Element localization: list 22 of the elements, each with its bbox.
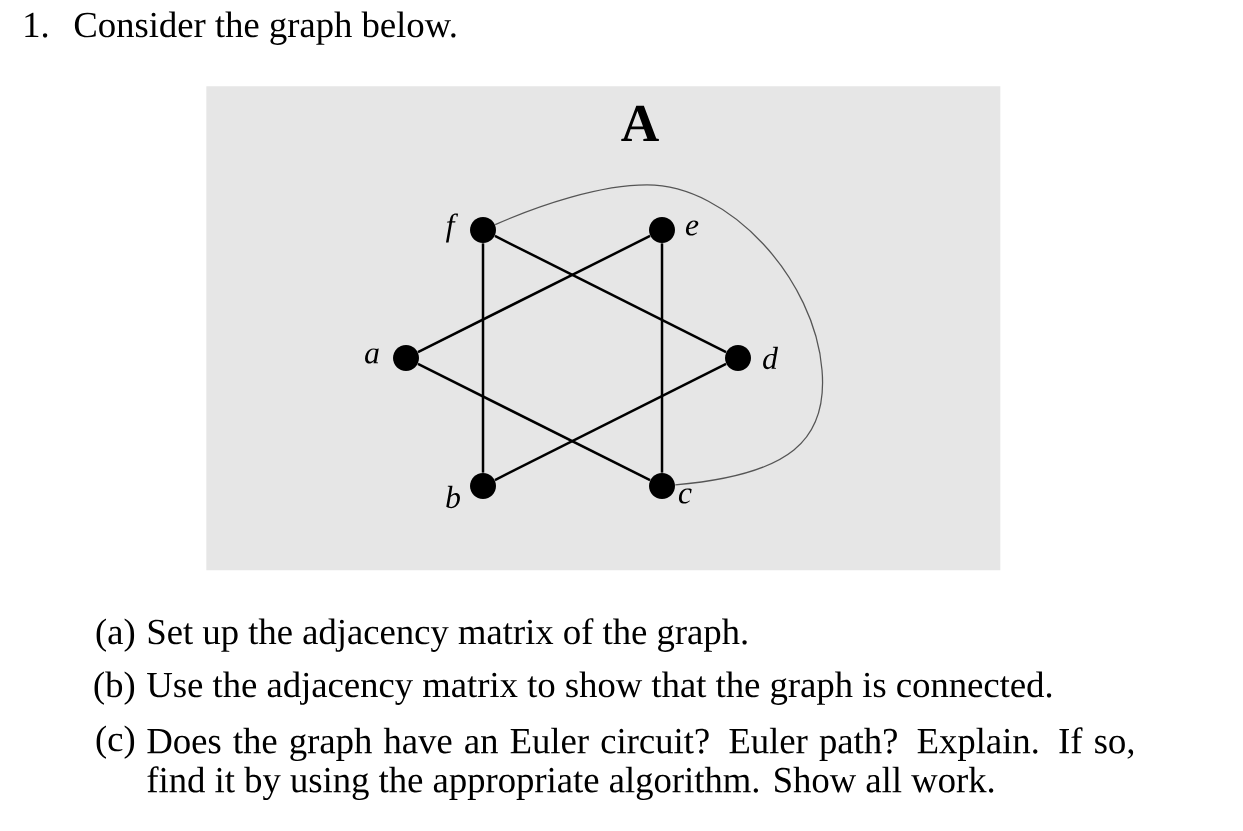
vertex-label: d (763, 346, 778, 370)
vertex-label: e (685, 220, 699, 236)
item-marker: (b) (94, 671, 135, 705)
item-marker: (a) (96, 618, 135, 652)
question-number: 1. (25, 12, 48, 38)
curved-edge (494, 184, 824, 486)
graph-edge (660, 243, 664, 473)
question-text: Consider the graph below. (74, 11, 456, 45)
item-text: Does the graph have an Euler circuit? Euler path? Explain. If so, find it by using the appropriate algorithm. Show all work. (147, 727, 1134, 801)
vertex-label: f (446, 213, 459, 243)
vertex-label: b (446, 485, 460, 509)
graph-edge (481, 243, 485, 473)
item-text: Use the adjacency matrix to show that the graph is connected. (147, 671, 1052, 705)
vertex-label: a (365, 348, 379, 364)
graph-edge (494, 234, 727, 354)
graph-edge (494, 362, 727, 482)
graph-name: A (621, 105, 659, 141)
vertex-label: c (678, 488, 692, 504)
graph-edge (417, 234, 651, 354)
graph-edge (417, 362, 651, 482)
item-marker: (c) (96, 725, 135, 759)
item-text: Set up the adjacency matrix of the graph. (148, 618, 747, 652)
